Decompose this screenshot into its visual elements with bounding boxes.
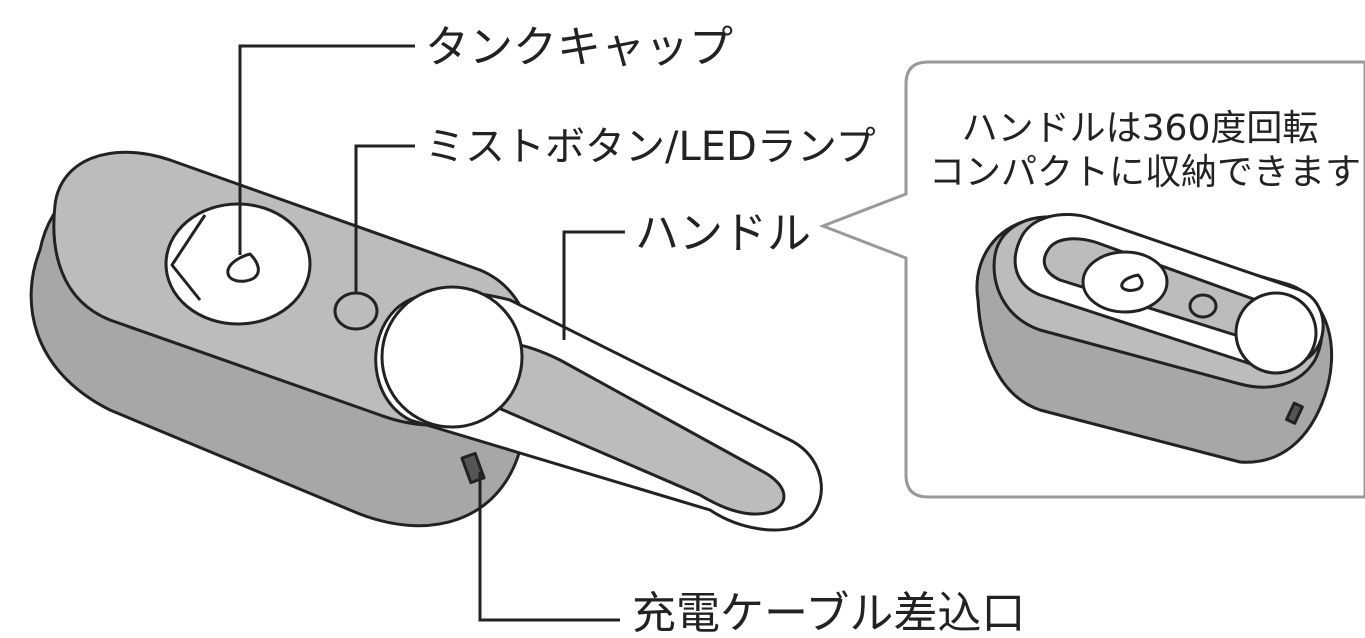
handle-assembly <box>374 285 823 532</box>
folded-mist-button <box>1188 293 1218 319</box>
mist-button <box>333 291 379 331</box>
droplet-icon <box>226 252 260 283</box>
handle-knob <box>380 285 524 429</box>
humidifier-folded <box>975 213 1333 464</box>
label-mist-button: ミストボタン/LEDランプ <box>425 124 876 170</box>
label-charge-port: 充電ケーブル差込口 <box>632 588 1025 638</box>
folded-droplet-icon <box>1120 273 1144 292</box>
label-handle: ハンドル <box>635 208 811 259</box>
folded-handle-knob <box>1234 291 1318 375</box>
tank-cap-notch <box>170 214 207 301</box>
label-tank-cap: タンクキャップ <box>425 22 733 73</box>
leader-handle <box>562 230 625 340</box>
callout-text-line2: コンパクトに収納できます <box>929 152 1361 193</box>
leader-charge-port <box>478 472 620 622</box>
leader-tank-cap <box>238 44 415 255</box>
callout-text-line1: ハンドルは360度回転 <box>962 108 1319 149</box>
folded-charge-port <box>1285 401 1304 425</box>
leader-mist-button <box>354 144 415 293</box>
humidifier-main <box>29 150 532 528</box>
